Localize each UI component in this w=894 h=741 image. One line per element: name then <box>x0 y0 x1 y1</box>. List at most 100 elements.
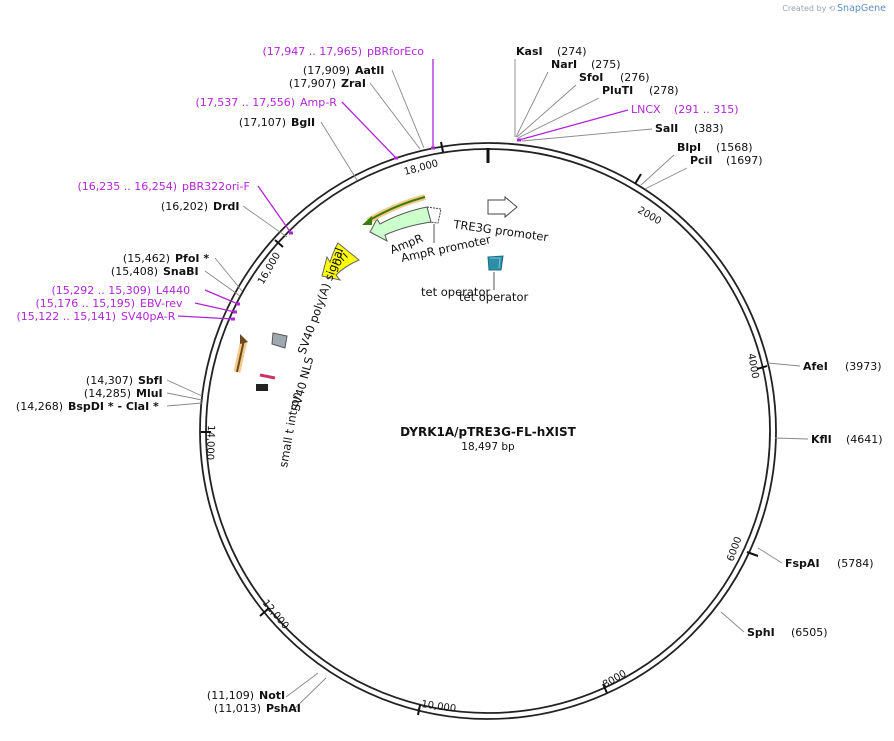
tick-label-4000: 4000 <box>745 353 760 380</box>
site-pos-kasi: (274) <box>557 45 587 58</box>
orf-small-arrow[interactable] <box>233 334 248 373</box>
site-label-fspai[interactable]: FspAI(5784) <box>785 557 874 570</box>
primer-name-ebv-rev: EBV-rev <box>140 297 183 310</box>
primer-label-pbr322ori-f[interactable]: (16,235 .. 16,254)pBR322ori-F <box>77 180 249 193</box>
site-label-pshai[interactable]: (11,013)PshAI <box>214 702 301 715</box>
site-pos-nari: (275) <box>591 58 621 71</box>
primer-label-lncx[interactable]: LNCX(291 .. 315) <box>631 103 739 116</box>
primer-pos-sv40pa-r: (15,122 .. 15,141) <box>16 310 116 323</box>
leader-line-sali <box>521 128 653 142</box>
site-pos-pluti: (278) <box>649 84 679 97</box>
site-label-bgli[interactable]: (17,107)BglI <box>239 116 315 129</box>
feature-ori[interactable]: ori <box>321 242 360 281</box>
site-pos-snabi: (15,408) <box>111 265 158 278</box>
snapgene-logo-icon: ⟲ <box>828 4 836 13</box>
site-pos-zrai: (17,907) <box>289 77 336 90</box>
site-pos-blpi: (1568) <box>716 141 753 154</box>
leader-line-sfoi <box>516 84 577 138</box>
site-label-aatii[interactable]: (17,909) AatII <box>303 64 384 77</box>
site-label-sphi[interactable]: SphI(6505) <box>747 626 828 639</box>
site-name-afei: AfeI <box>803 360 828 373</box>
site-name-kasi: KasI <box>516 45 543 58</box>
site-name-mlui: MluI <box>136 387 163 400</box>
site-label-pluti[interactable]: PluTI (278) <box>602 84 679 97</box>
tick-label-6000: 6000 <box>725 535 744 563</box>
primer-pos-pbrforeco: (17,947 .. 17,965) <box>262 45 362 58</box>
primer-name-sv40pa-r: SV40pA-R <box>121 310 176 323</box>
site-pos-aatii: (17,909) <box>303 64 350 77</box>
site-name-snabi: SnaBI <box>163 265 199 278</box>
leader-line-sv40pa-r <box>177 315 234 320</box>
feature-tet-operator[interactable]: tet operator tet operator <box>421 255 528 304</box>
site-pos-noti: (11,109) <box>207 689 254 702</box>
feature-small-t-intron[interactable]: small t intron <box>256 384 303 469</box>
site-name-blpi: BlpI <box>677 141 701 154</box>
site-name-sali: SalI <box>655 122 678 135</box>
tick-marks <box>201 141 768 716</box>
site-label-bspdi-clai[interactable]: (14,268)BspDI * - ClaI * <box>16 400 159 413</box>
primer-pos-ebv-rev: (15,176 .. 15,195) <box>35 297 135 310</box>
leader-line-noti <box>285 672 319 698</box>
site-label-noti[interactable]: (11,109) NotI <box>207 689 285 702</box>
feature-label-tet-operator-1: tet operator <box>421 285 490 299</box>
leader-line-amp-r <box>341 101 397 159</box>
site-name-fspai: FspAI <box>785 557 820 570</box>
site-label-pcii[interactable]: PciI (1697) <box>690 154 763 167</box>
leader-line-pcii <box>644 167 688 190</box>
site-label-blpi[interactable]: BlpI (1568) <box>677 141 753 154</box>
leader-line-zrai <box>369 82 421 150</box>
site-pos-pcii: (1697) <box>726 154 763 167</box>
primer-pos-amp-r: (17,537 .. 17,556) <box>195 96 295 109</box>
site-label-nari[interactable]: NarI(275) <box>551 58 621 71</box>
created-by-text: Created by <box>782 4 827 13</box>
backbone-outer-strand <box>199 142 777 720</box>
primer-label-pbrforeco[interactable]: (17,947 .. 17,965)pBRforEco <box>262 45 424 58</box>
site-label-kfli[interactable]: KflI(4641) <box>811 433 883 446</box>
site-label-sali[interactable]: SalI (383) <box>655 122 724 135</box>
site-name-aatii: AatII <box>355 64 384 77</box>
snapgene-branding: Created by ⟲ SnapGene <box>782 3 886 14</box>
primer-pos-pbr322ori-f: (16,235 .. 16,254) <box>77 180 177 193</box>
site-pos-sali: (383) <box>694 122 724 135</box>
leader-line-pshai <box>292 677 327 711</box>
feature-label-sv40-polya: SV40 poly(A) signal <box>295 246 347 356</box>
site-name-pluti: PluTI <box>602 84 633 97</box>
site-label-kasi[interactable]: KasI (274) <box>516 45 587 58</box>
site-label-drdi[interactable]: (16,202)DrdI <box>161 200 240 213</box>
primer-label-amp-r[interactable]: (17,537 .. 17,556)Amp-R <box>195 96 337 109</box>
primer-name-lncx: LNCX <box>631 103 661 116</box>
orf-ampr-arrow[interactable] <box>362 194 426 225</box>
tick-label-8000: 8000 <box>601 668 629 690</box>
leader-line-sbfi <box>166 379 203 397</box>
site-label-sbfi[interactable]: (14,307) SbfI <box>86 374 163 387</box>
plasmid-title: DYRK1A/pTRE3G-FL-hXIST <box>400 425 576 439</box>
primer-label-ebv-rev[interactable]: (15,176 .. 15,195) EBV-rev <box>35 297 183 310</box>
snapgene-brand-text: SnapGene <box>837 3 886 14</box>
site-label-snabi[interactable]: (15,408) SnaBI <box>111 265 199 278</box>
site-pos-kfli: (4641) <box>846 433 883 446</box>
site-name-pfoi: PfoI * <box>175 252 209 265</box>
site-label-zrai[interactable]: (17,907)ZraI <box>289 77 366 90</box>
tick-label-12000: 12,000 <box>260 598 291 632</box>
site-label-sfoi[interactable]: SfoI(276) <box>579 71 650 84</box>
leader-line-aatii <box>391 69 425 149</box>
site-name-sbfi: SbfI <box>138 374 163 387</box>
site-label-pfoi[interactable]: (15,462)PfoI * <box>123 252 209 265</box>
site-label-afei[interactable]: AfeI(3973) <box>803 360 882 373</box>
leader-line-kfli <box>774 437 809 440</box>
site-label-mlui[interactable]: (14,285)MluI <box>84 387 163 400</box>
primer-label-l4440[interactable]: (15,292 .. 15,309)L4440 <box>51 284 190 297</box>
site-pos-sbfi: (14,307) <box>86 374 133 387</box>
leader-line-l4440 <box>204 289 239 305</box>
site-pos-sphi: (6505) <box>791 626 828 639</box>
leader-line-snabi <box>204 270 241 297</box>
primer-mark-l4440 <box>236 302 240 306</box>
primer-label-sv40pa-r[interactable]: (15,122 .. 15,141) SV40pA-R <box>16 310 175 323</box>
primer-mark-sv40pa-r <box>231 317 235 321</box>
feature-sv40-polya-signal[interactable]: SV40 poly(A) signal <box>271 246 347 356</box>
site-name-pcii: PciI <box>690 154 712 167</box>
site-name-noti: NotI <box>259 689 285 702</box>
feature-label-tet-operator-2: tet operator <box>459 290 528 304</box>
site-pos-bgli: (17,107) <box>239 116 286 129</box>
